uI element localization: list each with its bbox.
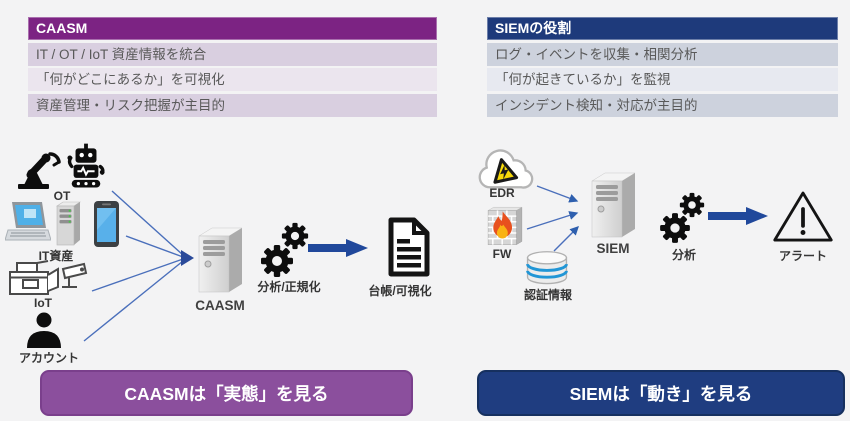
caasm-input-lines bbox=[83, 190, 184, 342]
caasm-server-icon bbox=[191, 226, 249, 298]
alert-triangle-icon bbox=[771, 188, 835, 245]
caasm-banner: CAASMは「実態」を見る bbox=[40, 370, 413, 416]
smartphone-icon bbox=[93, 200, 120, 248]
gears-icon bbox=[260, 220, 312, 278]
camera-icon bbox=[60, 261, 91, 292]
siem-process-label: 分析 bbox=[671, 248, 696, 262]
auth-info-label: 認証情報 bbox=[523, 288, 572, 302]
caasm-input-arrowhead bbox=[181, 250, 194, 266]
caasm-table-row: 「何がどこにあるか」を可視化 bbox=[28, 68, 437, 91]
edr-label: EDR bbox=[489, 186, 515, 200]
it-assets-label: IT資産 bbox=[38, 249, 74, 263]
siem-banner: SIEMは「動き」を見る bbox=[477, 370, 845, 416]
caasm-table: CAASM IT / OT / IoT 資産情報を統合 「何がどこにあるか」を可… bbox=[28, 17, 437, 117]
siem-server-icon bbox=[584, 171, 642, 243]
cloud-alert-icon bbox=[473, 146, 537, 194]
siem-table-row: 「何が起きているか」を監視 bbox=[487, 68, 838, 91]
fw-label: FW bbox=[492, 247, 512, 261]
robot-icon bbox=[66, 143, 106, 190]
siem-table: SIEMの役割 ログ・イベントを収集・相関分析 「何が起きているか」を監視 イン… bbox=[487, 17, 838, 117]
database-icon bbox=[524, 250, 570, 285]
small-server-icon bbox=[53, 200, 83, 246]
ot-label: OT bbox=[53, 189, 71, 203]
document-icon bbox=[386, 217, 432, 277]
caasm-table-row: IT / OT / IoT 資産情報を統合 bbox=[28, 42, 437, 66]
gears-icon bbox=[660, 190, 708, 244]
arrow-right-icon bbox=[308, 238, 370, 258]
robot-arm-icon bbox=[16, 148, 66, 190]
siem-output-label: アラート bbox=[778, 249, 827, 263]
arrow-right-icon bbox=[708, 206, 770, 226]
siem-table-row: インシデント検知・対応が主目的 bbox=[487, 93, 838, 117]
iot-label: IoT bbox=[34, 296, 52, 310]
caasm-output-label: 台帳/可視化 bbox=[368, 284, 432, 298]
siem-table-row: ログ・イベントを収集・相関分析 bbox=[487, 42, 838, 66]
siem-input-lines bbox=[526, 185, 579, 252]
caasm-server-label: CAASM bbox=[195, 298, 245, 313]
siem-table-title: SIEMの役割 bbox=[487, 17, 838, 40]
caasm-process-label: 分析/正規化 bbox=[257, 280, 321, 294]
caasm-table-title: CAASM bbox=[28, 17, 437, 40]
person-icon bbox=[24, 312, 64, 349]
siem-server-label: SIEM bbox=[596, 241, 630, 256]
caasm-table-row: 資産管理・リスク把握が主目的 bbox=[28, 93, 437, 117]
printer-icon bbox=[8, 260, 60, 297]
laptop-icon bbox=[5, 200, 51, 246]
account-label: アカウント bbox=[18, 351, 79, 365]
firewall-flame-icon bbox=[484, 203, 526, 248]
